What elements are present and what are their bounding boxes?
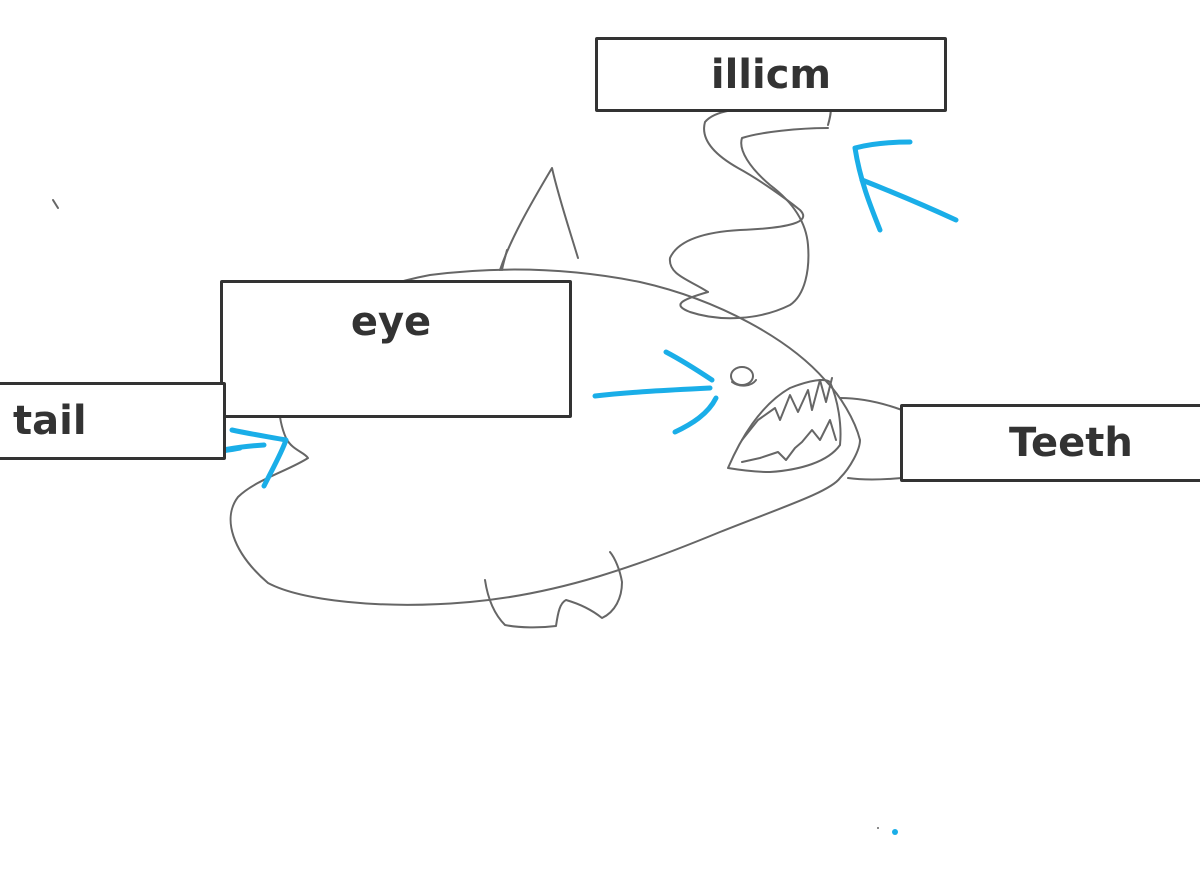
label-tail-text: tail — [13, 398, 87, 444]
label-teeth-text: Teeth — [1009, 420, 1133, 466]
illicium-stalk-2 — [679, 127, 829, 320]
pelvic-fin — [484, 551, 623, 629]
mouth-outline — [727, 379, 842, 473]
arrow-eye-head-top — [663, 349, 715, 383]
illicium-stalk — [668, 106, 816, 293]
fish-body-outline — [229, 268, 861, 606]
teeth-lower — [741, 419, 837, 463]
label-illicm-text: illicm — [710, 51, 832, 98]
teeth-upper — [741, 377, 833, 441]
label-teeth: Teeth — [900, 404, 1200, 482]
label-illicm: illicm — [595, 37, 947, 112]
dorsal-fin-inner — [501, 249, 508, 271]
eye-detail — [731, 379, 757, 387]
snout — [839, 397, 903, 411]
arrow-illicm — [859, 177, 959, 223]
stray-dot-small — [877, 827, 879, 829]
arrow-eye-head-bottom — [672, 395, 719, 435]
label-eye-text: eye — [350, 299, 432, 345]
snout-lower — [847, 477, 903, 481]
eye-circle — [730, 366, 754, 386]
label-tail: tail — [0, 382, 226, 460]
stray-mark — [52, 199, 59, 209]
stray-dot — [892, 829, 898, 835]
arrow-tail-head — [229, 427, 289, 489]
dorsal-fin — [499, 167, 579, 271]
arrow-illicm-head — [852, 139, 913, 233]
label-eye: eye — [220, 280, 572, 418]
arrow-eye-shaft — [592, 385, 713, 399]
